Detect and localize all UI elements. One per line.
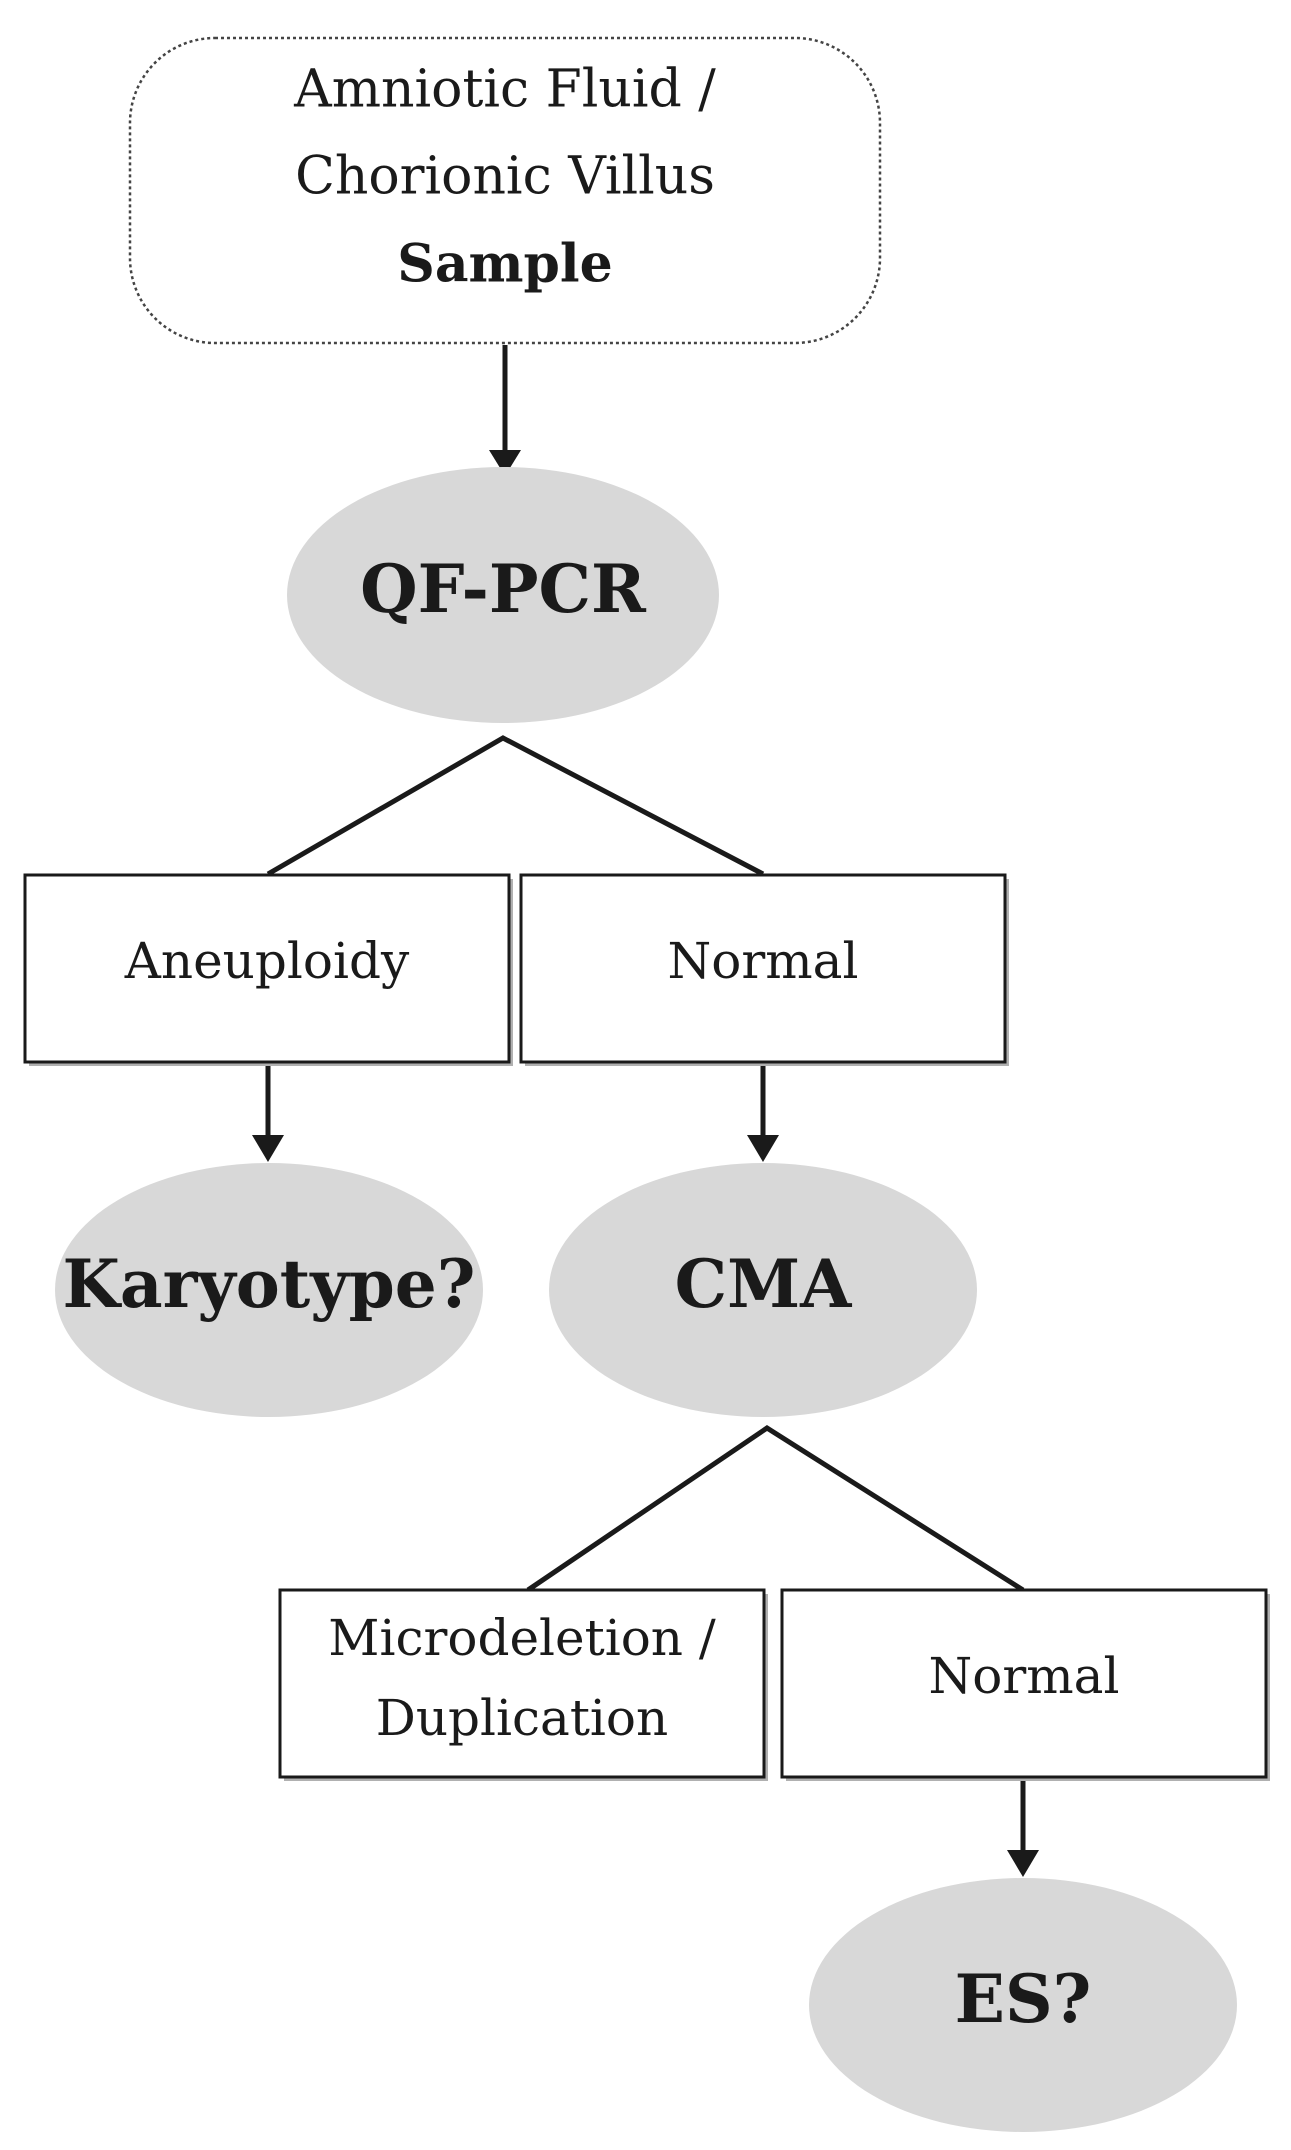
arrowhead-qfpcr <box>489 450 521 476</box>
edge-qfpcr-branch <box>266 735 765 877</box>
sample-box-outline <box>128 36 882 345</box>
cma-label: CMA <box>675 1245 853 1323</box>
cma-node: CMA <box>549 1163 977 1417</box>
arrowhead-cma <box>747 1135 779 1162</box>
normal-node-1: Normal <box>519 873 1009 1066</box>
microdeletion-line-1: Microdeletion / <box>328 1609 716 1667</box>
microdeletion-box <box>278 1588 766 1779</box>
qfpcr-oval <box>287 467 719 723</box>
normal-label-1: Normal <box>668 932 859 990</box>
es-node: ES? <box>809 1878 1237 2132</box>
normal-box-2 <box>780 1588 1268 1779</box>
normal-box-1 <box>519 873 1007 1064</box>
arrowhead-karyotype <box>252 1135 284 1162</box>
connectors <box>252 345 1039 1877</box>
es-oval <box>809 1878 1237 2132</box>
qfpcr-node: QF-PCR <box>287 467 719 723</box>
qfpcr-label: QF-PCR <box>360 550 647 628</box>
aneuploidy-node: Aneuploidy <box>23 873 513 1066</box>
edge-cma-branch <box>526 1425 1025 1593</box>
arrowhead-es <box>1007 1850 1039 1877</box>
karyotype-label: Karyotype? <box>63 1245 476 1323</box>
karyotype-oval <box>55 1163 483 1417</box>
karyotype-node: Karyotype? <box>55 1163 483 1417</box>
sample-line-3: Sample <box>397 234 612 295</box>
microdeletion-line-2: Duplication <box>376 1689 668 1747</box>
es-label: ES? <box>955 1960 1092 2038</box>
cma-oval <box>549 1163 977 1417</box>
sample-line-2: Chorionic Villus <box>295 147 715 207</box>
microdeletion-node: Microdeletion / Duplication <box>278 1588 768 1781</box>
aneuploidy-label: Aneuploidy <box>124 932 410 990</box>
aneuploidy-box <box>23 873 511 1064</box>
sample-node: Amniotic Fluid / Chorionic Villus Sample <box>128 36 882 345</box>
sample-line-1: Amniotic Fluid / <box>293 60 716 120</box>
normal-node-2: Normal <box>780 1588 1270 1781</box>
normal-label-2: Normal <box>929 1647 1120 1705</box>
